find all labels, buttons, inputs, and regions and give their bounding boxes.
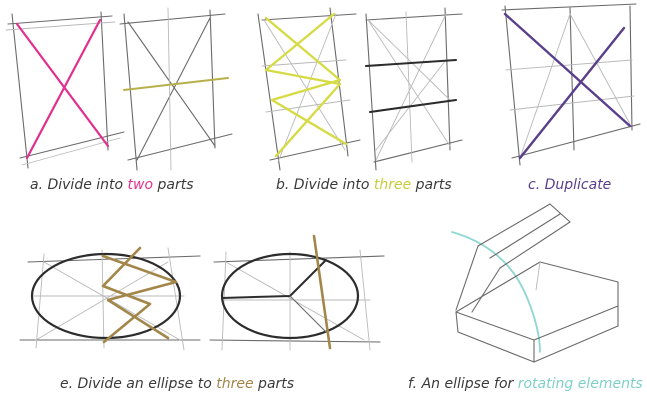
panel-e-ellipse-zigzag (19, 246, 201, 351)
caption-a: a. Divide into two parts (30, 177, 194, 193)
panel-b-zigzag (257, 7, 361, 171)
teal-arc (451, 231, 541, 353)
caption-e-highlight: three (216, 376, 254, 392)
caption-b: b. Divide into three parts (276, 177, 452, 193)
caption-b-highlight: three (373, 177, 412, 193)
yellow-zigzag-right (264, 12, 342, 158)
caption-f: f. An ellipse for rotating elements (408, 376, 643, 392)
third-line-bottom (368, 98, 458, 114)
caption-f-highlight: rotating elements (517, 376, 643, 392)
panel-e-ellipse-split (209, 234, 385, 351)
pink-diagonal (25, 18, 102, 160)
caption-e-prefix: e. Divide an ellipse to (60, 376, 217, 392)
panel-b-thirds (364, 7, 463, 171)
ellipse-outline (220, 252, 360, 340)
caption-e: e. Divide an ellipse to three parts (60, 376, 294, 392)
caption-e-suffix: parts (253, 376, 295, 392)
panel-a-midline (119, 7, 233, 171)
panel-c-duplicate (501, 3, 641, 166)
third-line-top (364, 58, 458, 68)
olive-midline (123, 77, 229, 91)
ellipse-radii (221, 259, 327, 299)
panel-f-rotating-box (451, 203, 619, 363)
purple-diagonal (518, 26, 626, 160)
caption-a-highlight: two (127, 177, 154, 193)
caption-b-prefix: b. Divide into (276, 177, 374, 193)
caption-b-suffix: parts (411, 177, 452, 193)
caption-c: c. Duplicate (528, 177, 611, 193)
caption-f-prefix: f. An ellipse for (408, 376, 518, 392)
panel-a-divide-diagonals (5, 11, 125, 169)
caption-c-text: c. Duplicate (528, 177, 612, 193)
brown-vertical (312, 234, 332, 350)
brown-zigzag-2 (101, 246, 152, 344)
brown-zigzag-1 (101, 254, 178, 340)
pink-diagonal (15, 22, 110, 148)
yellow-zigzag-left (264, 16, 348, 146)
caption-a-suffix: parts (153, 177, 194, 193)
purple-diagonal (503, 12, 632, 128)
ellipse-outline (30, 252, 182, 340)
caption-a-prefix: a. Divide into (30, 177, 128, 193)
